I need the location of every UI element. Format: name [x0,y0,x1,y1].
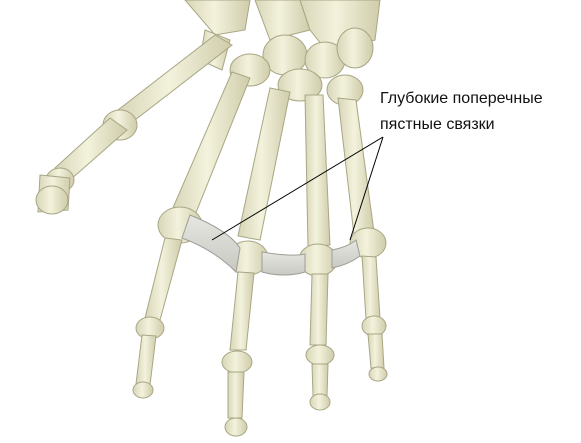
thumb [35,34,233,215]
carpal-bones [184,0,381,106]
phalanges [132,237,388,437]
ligament-annotation: Глубокие поперечные пястные связки [380,86,580,138]
deep-transverse-metacarpal-ligaments [181,214,361,276]
annotation-line-2: пястные связки [380,116,495,133]
annotation-line-1: Глубокие поперечные [380,90,543,107]
leader-lines [211,136,384,241]
